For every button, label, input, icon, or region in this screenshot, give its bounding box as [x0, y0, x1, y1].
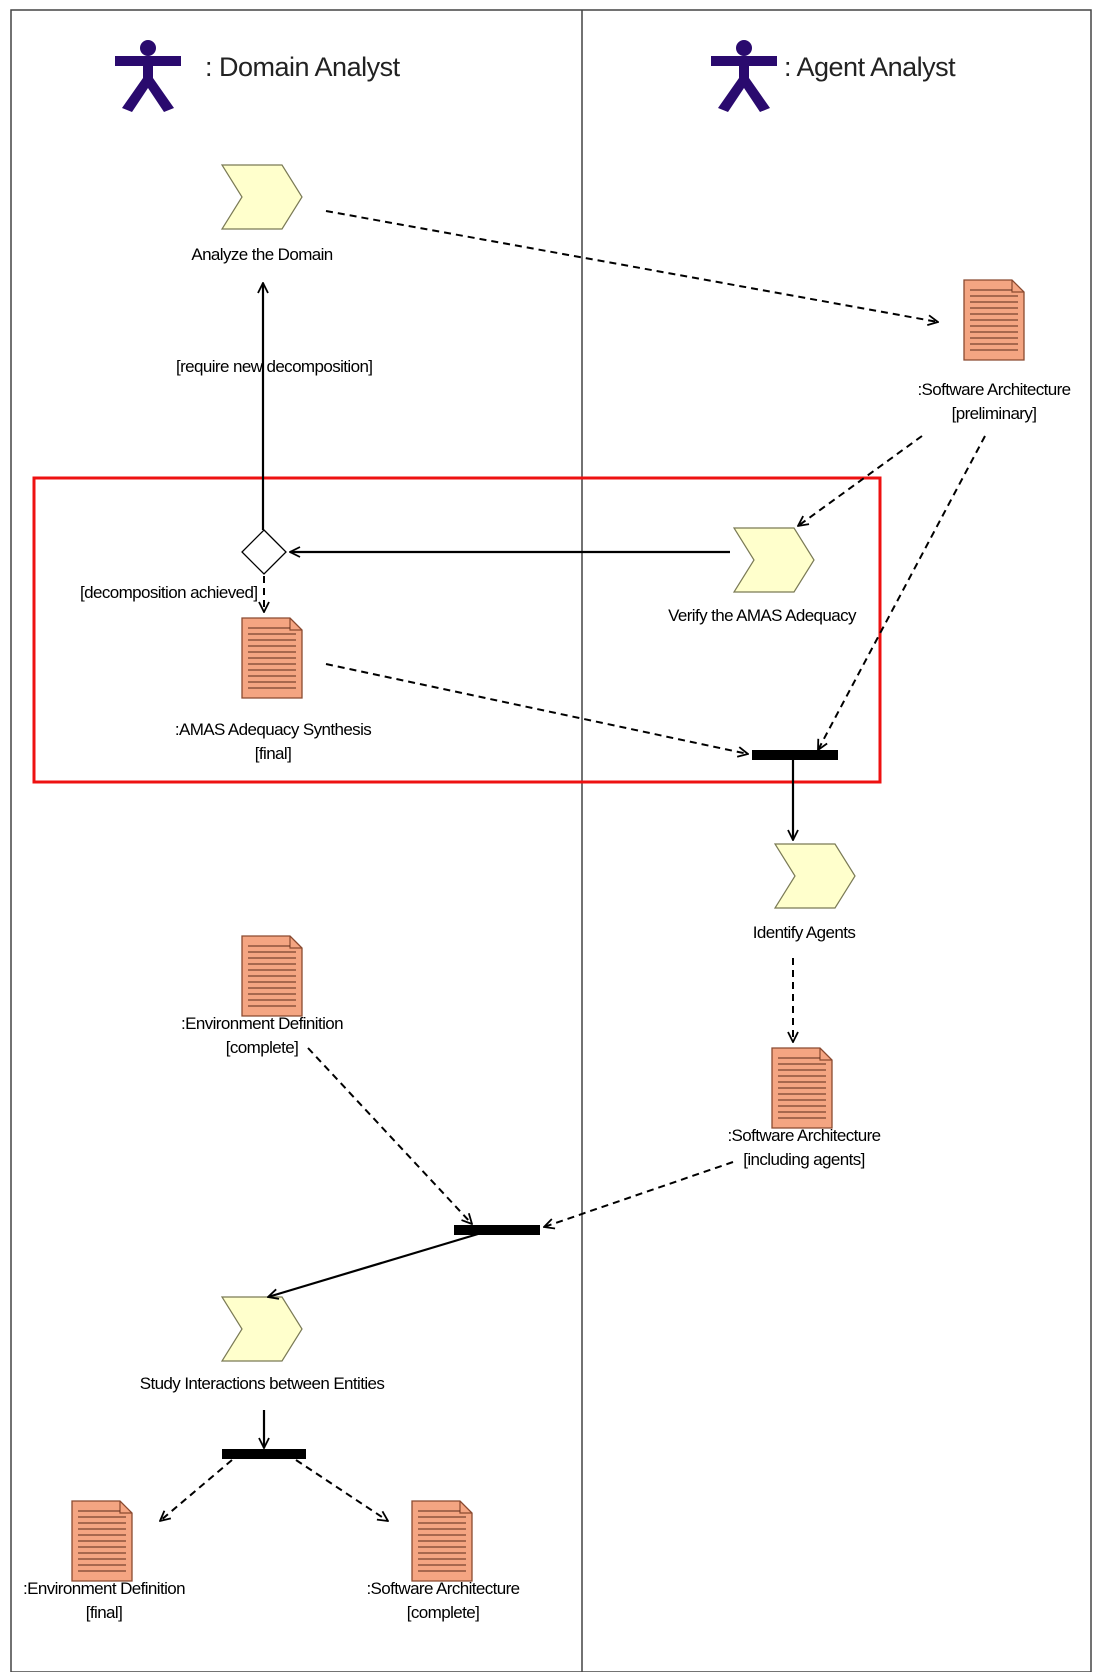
artifact-state: [preliminary] — [951, 404, 1037, 423]
flow-arch-agents-to-sync — [544, 1161, 734, 1227]
swimlane-frame — [10, 9, 1092, 1672]
artifact-amas-synthesis — [241, 617, 303, 699]
artifact-name: :Environment Definition — [23, 1579, 186, 1598]
label-sw-arch-complete: :Software Architecture [complete] — [338, 1577, 548, 1625]
flow-arch-to-verify — [798, 435, 923, 526]
lane-title-domain-analyst: : Domain Analyst — [205, 52, 400, 82]
label-amas-synthesis: :AMAS Adequacy Synthesis [final] — [138, 718, 408, 766]
artifact-name: :Software Architecture — [727, 1126, 881, 1145]
label-identify-agents: Identify Agents — [752, 923, 856, 942]
label-verify-adequacy: Verify the AMAS Adequacy — [668, 606, 856, 625]
actor-icon-domain-analyst — [115, 40, 181, 112]
artifact-state: [including agents] — [743, 1150, 865, 1169]
activity-study-interactions — [221, 1296, 303, 1362]
label-study-interactions: Study Interactions between Entities — [139, 1374, 385, 1393]
flow-analyze-to-arch — [325, 210, 938, 322]
activity-identify-agents — [774, 843, 856, 909]
artifact-name: :Software Architecture — [917, 380, 1071, 399]
artifact-name: :Environment Definition — [181, 1014, 344, 1033]
actor-icon-agent-analyst — [711, 40, 777, 112]
lane-title-agent-analyst: : Agent Analyst — [784, 52, 956, 82]
artifact-state: [final] — [254, 744, 292, 763]
sync-bar-2 — [454, 1225, 540, 1235]
guard-require-new-decomposition: [require new decomposition] — [176, 357, 373, 376]
activity-analyze-domain — [221, 164, 303, 230]
artifact-env-def-complete — [241, 935, 303, 1017]
flow-fork-to-env-final — [160, 1459, 233, 1521]
label-env-def-final: :Environment Definition [final] — [14, 1577, 194, 1625]
label-sw-arch-agents: :Software Architecture [including agents… — [684, 1124, 924, 1172]
flow-arch-to-sync — [818, 435, 986, 750]
guard-decomposition-achieved: [decomposition achieved] — [80, 583, 258, 602]
artifact-sw-arch-agents — [771, 1047, 833, 1129]
artifact-name: :AMAS Adequacy Synthesis — [174, 720, 372, 739]
artifact-sw-arch-complete — [411, 1500, 473, 1582]
sync-bar-1 — [752, 750, 838, 760]
sync-bar-3 — [222, 1449, 306, 1459]
artifact-state: [complete] — [225, 1038, 299, 1057]
label-sw-arch-preliminary: :Software Architecture [preliminary] — [874, 378, 1101, 426]
artifact-state: [final] — [85, 1603, 123, 1622]
label-analyze-domain: Analyze the Domain — [191, 245, 333, 264]
artifact-env-def-final — [71, 1500, 133, 1582]
flow-fork-to-arch-complete — [295, 1459, 388, 1521]
highlight-box — [32, 476, 882, 784]
flow-sync-to-study — [268, 1232, 479, 1297]
flow-env-to-sync — [307, 1047, 472, 1224]
artifact-name: :Software Architecture — [366, 1579, 520, 1598]
decision-node — [241, 529, 287, 575]
activity-verify-adequacy — [733, 527, 815, 593]
label-env-def-complete: :Environment Definition [complete] — [142, 1012, 382, 1060]
artifact-sw-arch-preliminary — [963, 279, 1025, 361]
artifact-state: [complete] — [406, 1603, 480, 1622]
